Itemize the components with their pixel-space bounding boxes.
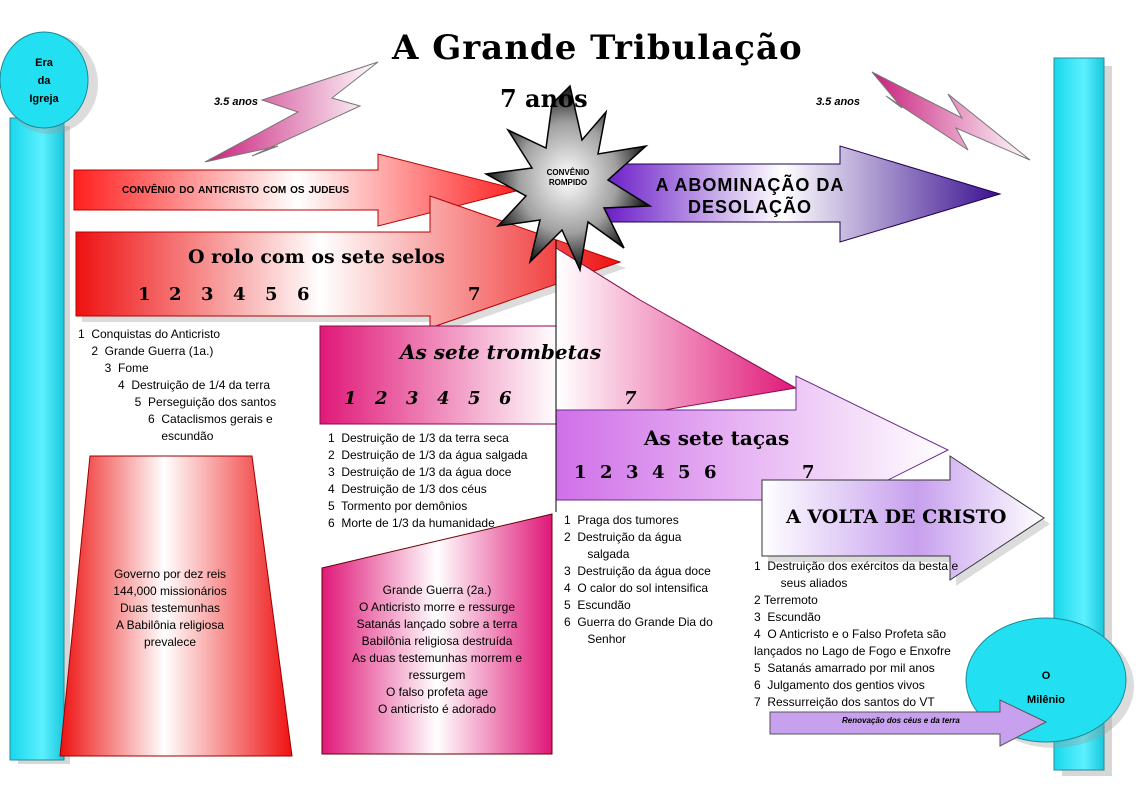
half-left-label: 3.5 anos	[214, 96, 259, 108]
list-item: 3 Escundão	[754, 610, 821, 624]
bowl-number: 2	[600, 462, 613, 483]
list-item: 1 Destruição de 1/3 da terra seca	[328, 431, 509, 445]
list-item: Grande Guerra (2a.)	[382, 583, 492, 597]
trumpet-number: 2	[375, 388, 388, 409]
list-item: 6 Julgamento dos gentios vivos	[754, 678, 925, 692]
bowls-list: 1 Praga dos tumores 2 Destruição da água…	[564, 512, 713, 648]
trumpet-number-seven: 7	[624, 388, 637, 409]
list-item: O Anticristo morre e ressurge	[358, 600, 516, 614]
trumpets-list: 1 Destruição de 1/3 da terra seca 2 Dest…	[328, 430, 527, 532]
bowl-number: 5	[678, 462, 691, 483]
return-title: A VOLTA DE CRISTO	[786, 506, 1007, 528]
bowls-numbers: 1 2 3 4 5 6	[574, 462, 734, 484]
list-item: salgada	[564, 547, 630, 561]
list-item: 1 Destruição dos exércitos da besta e	[754, 559, 959, 573]
list-item: 2 Destruição da água	[564, 530, 682, 544]
list-item: ressurgem	[408, 668, 466, 682]
page-title: A Grande Tribulação	[392, 28, 803, 68]
trumpet-number: 6	[499, 388, 512, 409]
seals-list: 1 Conquistas do Anticristo 2 Grande Guer…	[78, 326, 276, 445]
bowl-number: 6	[704, 462, 717, 483]
list-item: Governo por dez reis	[113, 567, 227, 581]
list-item: 2 Terremoto	[754, 593, 818, 607]
list-item: As duas testemunhas morrem e	[351, 651, 523, 665]
trumpet-number: 3	[406, 388, 419, 409]
list-item: 144,000 missionários	[113, 584, 227, 598]
list-item: 6 Guerra do Grande Dia do	[564, 615, 713, 629]
list-item: 1 Praga dos tumores	[564, 513, 679, 527]
list-item: 5 Escundão	[564, 598, 631, 612]
seal-number: 4	[233, 284, 246, 305]
return-arrow-body	[761, 455, 1045, 581]
trumpets-numbers: 1 2 3 4 5 6	[344, 388, 544, 410]
list-item: escundão	[78, 429, 214, 443]
list-item: 5 Perseguição dos santos	[78, 395, 277, 409]
list-item: 2 Destruição de 1/3 da água salgada	[328, 448, 528, 462]
broken-covenant-star	[483, 84, 653, 273]
abomination-label: A ABOMINAÇÃO DA DESOLAÇÃO	[655, 175, 845, 217]
list-item: Duas testemunhas	[119, 601, 221, 615]
seal-number: 6	[297, 284, 310, 305]
list-item: A Babilônia religiosa	[115, 618, 225, 632]
return-list: 1 Destruição dos exércitos da besta e se…	[754, 558, 958, 711]
list-item: Babilônia religiosa destruída	[361, 634, 513, 648]
list-item: 4 O calor do sol intensifica	[564, 581, 709, 595]
box-left	[59, 455, 293, 757]
seal-number-seven: 7	[468, 284, 481, 305]
lightning-bolt-left	[204, 61, 379, 163]
seven-years-label: 7 anos	[500, 84, 588, 113]
list-item: 3 Fome	[78, 361, 149, 375]
trumpet-number: 5	[468, 388, 481, 409]
list-item: Senhor	[564, 632, 627, 646]
list-item: 6 Cataclismos gerais e	[78, 412, 273, 426]
list-item: 1 Conquistas do Anticristo	[78, 327, 221, 341]
bowl-number: 4	[652, 462, 665, 483]
renewal-bar	[769, 699, 1048, 747]
list-item: 5 Tormento por demônios	[328, 499, 468, 513]
box-mid	[321, 513, 553, 755]
list-item: 7 Ressurreição dos santos do VT	[754, 695, 935, 709]
bowl-number: 1	[574, 462, 587, 483]
lightning-bolt-right	[871, 71, 1031, 161]
list-item: 4 Destruição de 1/4 da terra	[78, 378, 271, 392]
half-right-label: 3.5 anos	[816, 96, 861, 108]
list-item: seus aliados	[754, 576, 848, 590]
seal-number: 3	[201, 284, 214, 305]
list-item: O anticristo é adorado	[377, 702, 497, 716]
era-igreja-pillar	[0, 31, 98, 764]
list-item: 4 O Anticristo e o Falso Profeta são	[754, 627, 947, 641]
renewal-label: Renovação dos céus e da terra	[842, 716, 960, 725]
seal-number: 5	[265, 284, 278, 305]
list-item: 5 Satanás amarrado por mil anos	[754, 661, 935, 675]
trumpet-number: 4	[437, 388, 450, 409]
bowl-number-seven: 7	[802, 462, 815, 483]
seals-title: O rolo com os sete selos	[188, 246, 445, 268]
list-item: 3 Destruição de 1/3 da água doce	[328, 465, 512, 479]
list-item: 6 Morte de 1/3 da humanidade	[328, 516, 495, 530]
seal-number: 2	[169, 284, 182, 305]
box-mid-text: Grande Guerra (2a.) O Anticristo morre e…	[322, 582, 552, 718]
list-item: 3 Destruição da água doce	[564, 564, 711, 578]
broken-covenant-label: CONVÊNIO ROMPIDO	[546, 168, 590, 187]
bowls-title: As sete taças	[644, 426, 790, 450]
list-item: 4 Destruição de 1/3 dos céus	[328, 482, 487, 496]
trumpet-number: 1	[344, 388, 357, 409]
list-item: lançados no Lago de Fogo e Enxofre	[754, 644, 951, 658]
bowl-number: 3	[626, 462, 639, 483]
milenio-label: O Milênio	[1027, 670, 1065, 706]
abomination-arrow	[603, 145, 1002, 243]
list-item: Satanás lançado sobre a terra	[356, 617, 518, 631]
box-left-text: Governo por dez reis 144,000 missionário…	[90, 566, 250, 651]
list-item: 2 Grande Guerra (1a.)	[78, 344, 214, 358]
list-item: O falso profeta age	[385, 685, 489, 699]
seal-number: 1	[138, 284, 151, 305]
seals-numbers: 1 2 3 4 5 6	[138, 284, 338, 306]
trumpets-title: As sete trombetas	[400, 340, 602, 364]
list-item: prevalece	[143, 635, 197, 649]
era-igreja-label: Era da Igreja	[29, 57, 59, 105]
covenant-arrow-label: convênio do anticristo com os judeus	[122, 180, 350, 196]
